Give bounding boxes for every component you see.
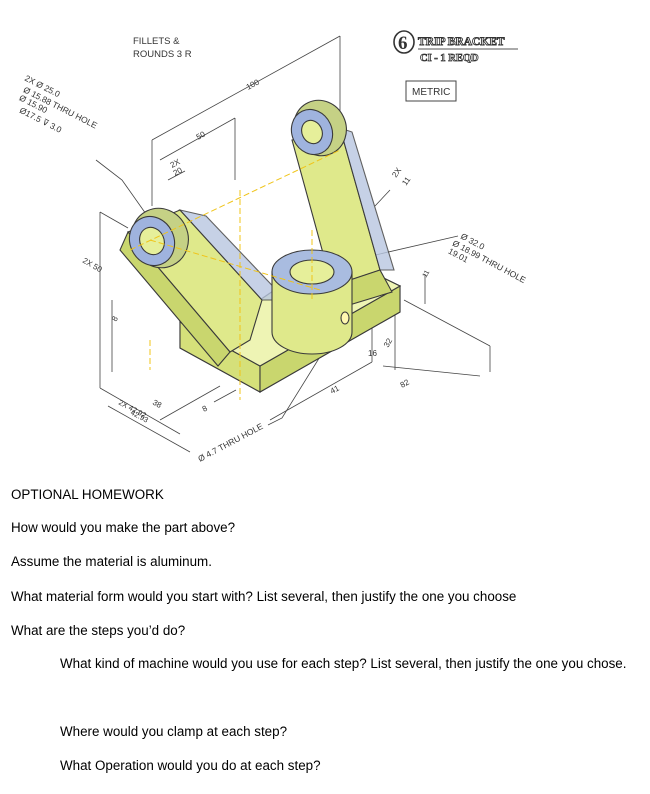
dim-16: 16 (368, 349, 377, 358)
question-operation: What Operation would you do at each step… (60, 758, 321, 773)
question-make-part: How would you make the part above? (11, 520, 236, 535)
metric-label: METRIC (412, 87, 450, 98)
dim-100: 100 (245, 77, 261, 91)
dim-8b: 8 (201, 403, 210, 413)
title-name: TRIP BRACKET (418, 36, 505, 48)
dim-38: 38 (151, 398, 164, 410)
question-steps: What are the steps you’d do? (11, 623, 186, 638)
dim-2x50: 2X 50 (81, 256, 104, 275)
title-block: 6 TRIP BRACKET CI - 1 REQD METRIC (393, 30, 518, 102)
dim-32: 32 (382, 336, 395, 349)
dim-11: 11 (422, 269, 432, 279)
part-body (119, 99, 402, 393)
question-material-assumption: Assume the material is aluminum. (11, 554, 212, 569)
small-hole-callout: Ø 4.7 THRU HOLE (196, 421, 265, 464)
metric-box (405, 80, 457, 102)
dimension-lines (99, 35, 491, 453)
question-material-form: What material form would you start with?… (11, 589, 517, 604)
dim-2x11-b: 11 (400, 175, 412, 187)
fillets-note-2: ROUNDS 3 R (133, 49, 192, 60)
isometric-drawing: 6 TRIP BRACKET CI - 1 REQD METRIC FILLET… (18, 30, 528, 464)
question-clamp: Where would you clamp at each step? (60, 724, 288, 739)
question-machine: What kind of machine would you use for e… (60, 656, 627, 671)
dim-2x20-a: 2X (169, 157, 182, 170)
dim-82: 82 (399, 377, 412, 389)
left-hole-callout: 2X Ø 25.0 Ø 15.88 THRU HOLE Ø 15.90 Ø17.… (18, 73, 100, 135)
title-material: CI - 1 REQD (420, 53, 479, 64)
right-hole-callout: Ø 32.0 Ø 18.99 THRU HOLE 19.01 (447, 231, 528, 285)
callout-small-hole: Ø 4.7 THRU HOLE (196, 421, 265, 464)
title-number: 6 (398, 33, 408, 54)
center-lines (129, 149, 341, 400)
homework-heading: OPTIONAL HOMEWORK (11, 487, 164, 502)
dim-8: 8 (110, 314, 120, 323)
dim-2x11-a: 2X (390, 165, 403, 179)
fillets-note-1: FILLETS & (133, 36, 180, 47)
